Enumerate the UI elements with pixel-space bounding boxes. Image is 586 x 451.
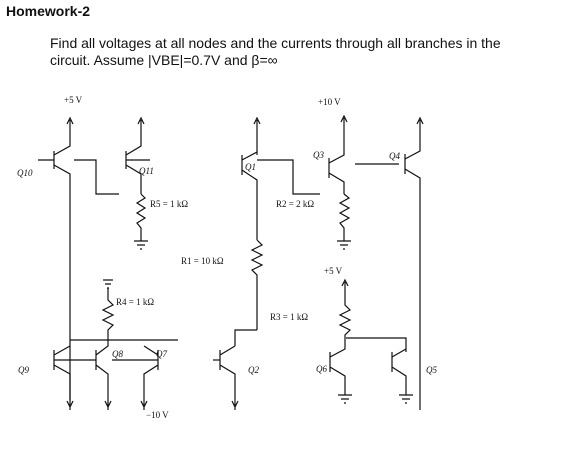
transistor-label-q2: Q2 [248, 365, 259, 375]
r5-zigzag [135, 193, 147, 241]
transistor-label-q10: Q10 [17, 168, 33, 178]
r4-zigzag [101, 288, 115, 340]
transistor-label-q3: Q3 [313, 150, 324, 160]
problem-line-1: Find all voltages at all nodes and the c… [50, 35, 501, 51]
ground-r5 [134, 240, 148, 250]
problem-statement: Find all voltages at all nodes and the c… [50, 35, 570, 69]
supply-label-bottom: −10 V [146, 410, 169, 420]
supply-arrow-left-2 [137, 116, 145, 136]
q10-symbol [38, 136, 71, 400]
r3-zigzag [338, 295, 352, 342]
transistor-label-q6: Q6 [316, 364, 327, 374]
resistor-label-r3: R3 = 1 kΩ [270, 312, 308, 322]
transistor-label-q1: Q1 [245, 162, 256, 172]
q5-symbol [391, 348, 407, 395]
ground-r4 [103, 279, 113, 289]
page-title: Homework-2 [6, 3, 91, 19]
q4-symbol [404, 142, 421, 400]
q8-symbol [95, 340, 112, 410]
problem-line-2: circuit. Assume |VBE|=0.7V and β=∞ [50, 52, 278, 68]
resistor-label-r4: R4 = 1 kΩ [116, 297, 154, 307]
transistor-label-q4: Q4 [389, 151, 400, 161]
transistor-label-q9: Q9 [18, 365, 29, 375]
supply-arrow-left [66, 116, 74, 136]
transistor-label-q8: Q8 [112, 349, 123, 359]
q6-q5-link [346, 337, 407, 352]
supply-label-left: +5 V [64, 95, 83, 105]
transistor-label-q11: Q11 [139, 166, 154, 176]
supply-arrow-top [253, 116, 261, 140]
resistor-label-r1: R1 = 10 kΩ [181, 256, 224, 266]
supply-label-top: +10 V [318, 97, 341, 107]
q10-q11-base-link [74, 159, 119, 195]
r1-zigzag [250, 239, 264, 330]
supply-arrow-right-top [416, 116, 424, 142]
q11-symbol [125, 136, 150, 194]
r2-zigzag [338, 193, 351, 241]
q2-collector-link [234, 329, 257, 346]
resistor-label-r5: R5 = 1 kΩ [150, 199, 188, 209]
ground-r2 [337, 240, 351, 250]
ground-q6 [338, 394, 352, 404]
q6-symbol [329, 342, 346, 395]
resistor-label-r2: R2 = 2 kΩ [276, 199, 314, 209]
supply-arrow-right [341, 278, 349, 295]
supply-label-right: +5 V [324, 266, 343, 276]
q3-symbol [328, 132, 345, 194]
q1-symbol [241, 140, 258, 240]
q1-q3-link [257, 159, 320, 195]
transistor-label-q7: Q7 [156, 349, 167, 359]
supply-arrow-top-2 [340, 114, 348, 132]
ground-q5 [399, 394, 413, 404]
transistor-label-q5: Q5 [426, 365, 437, 375]
q2-symbol [219, 345, 239, 410]
